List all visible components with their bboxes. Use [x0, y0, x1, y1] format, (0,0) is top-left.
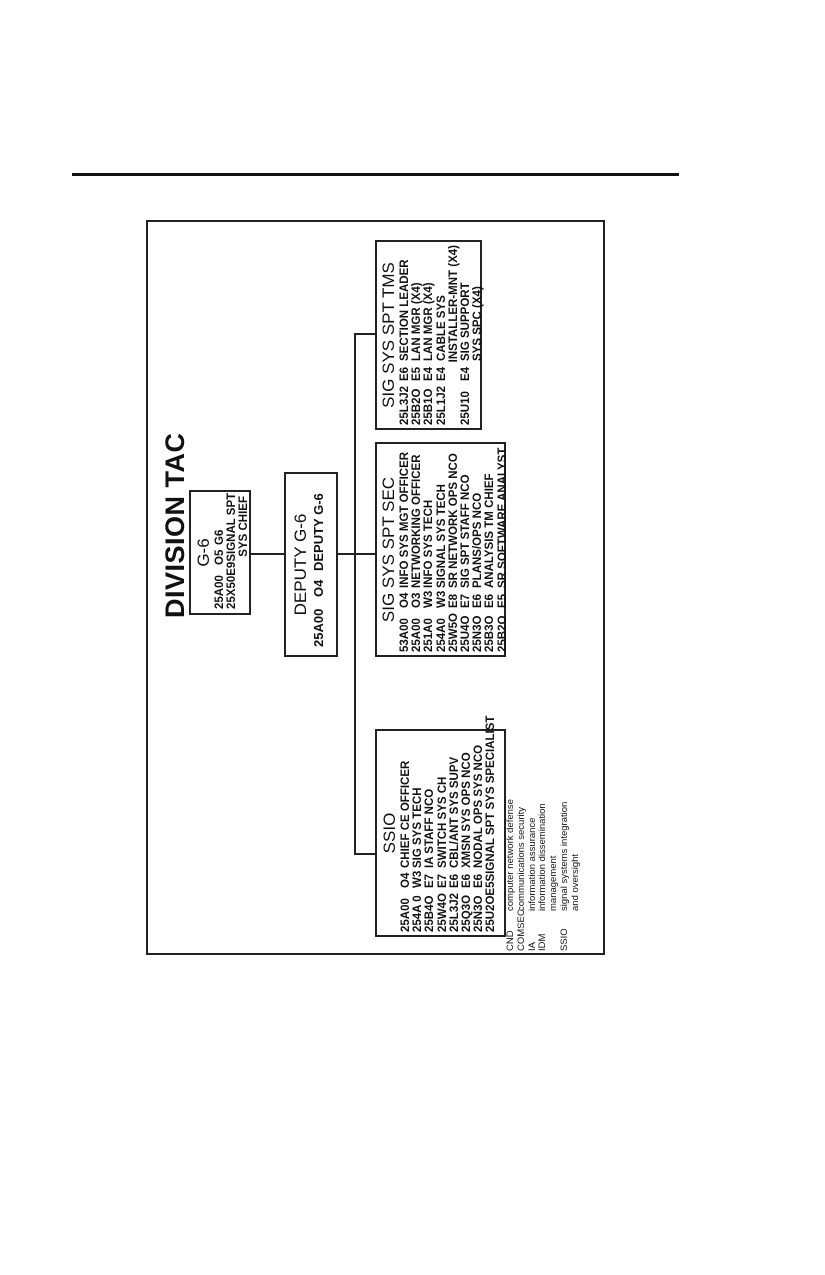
connector-ssio	[354, 853, 377, 855]
connector-sigsec	[354, 553, 377, 555]
g6-row: SYS CHIEF	[238, 496, 251, 557]
connector-sigtms	[354, 333, 377, 335]
g6-heading: G-6	[194, 538, 213, 567]
connector-spine	[354, 333, 356, 855]
sigsec-heading: SIG SYS SPT SEC	[379, 476, 398, 623]
sigtms-heading: SIG SYS SPT TMS	[379, 262, 398, 408]
figure-frame	[146, 220, 605, 955]
deputy-heading: DEPUTY G-6	[291, 513, 310, 616]
sigtms-row: SYS SPC (X4)	[472, 286, 485, 361]
legend-item: and oversight	[569, 853, 581, 911]
chart-title: DIVISION TAC	[160, 432, 190, 618]
ssio-heading: SSIO	[380, 812, 399, 854]
connector-g6-deputy	[249, 553, 286, 555]
sigtms-row: INSTALLER-MNT (X4)	[447, 245, 460, 363]
page-header-rule	[72, 173, 679, 176]
